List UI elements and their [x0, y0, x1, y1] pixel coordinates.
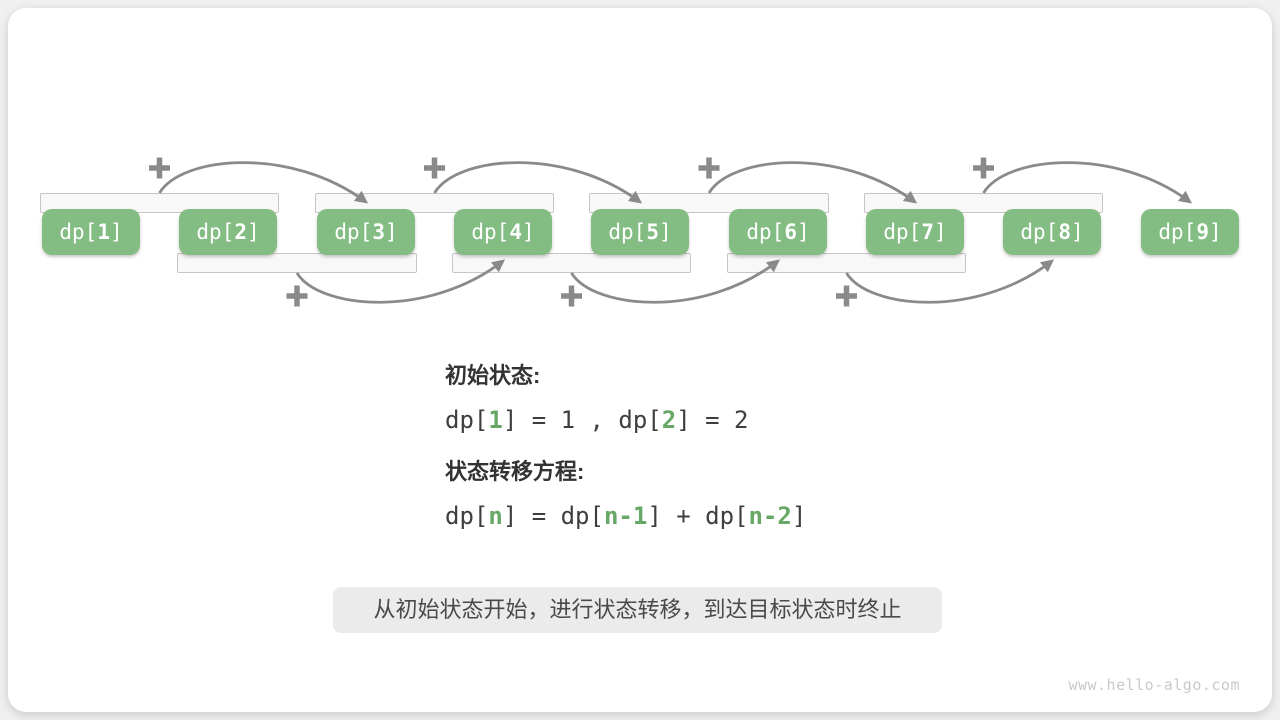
dp-box-label: ] [1208, 220, 1222, 244]
dp-box-4: dp[4] [454, 209, 552, 255]
code-token: ] + dp[ [647, 502, 749, 530]
dp-box-7: dp[7] [866, 209, 964, 255]
group-bracket-bottom-2-3 [177, 253, 417, 273]
dp-box-label: ] [1070, 220, 1084, 244]
code-token: dp[ [445, 406, 489, 434]
code-token: ] = 2 [676, 406, 749, 434]
dp-box-label: dp[ [196, 220, 235, 244]
dp-box-3: dp[3] [317, 209, 415, 255]
dp-box-label: ] [933, 220, 947, 244]
dp-box-label: ] [109, 220, 123, 244]
dp-box-label: ] [246, 220, 260, 244]
transition-equation: dp[n] = dp[n-1] + dp[n-2] [445, 502, 806, 530]
dp-box-label: 3 [372, 220, 385, 244]
code-token: ] = dp[ [502, 502, 604, 530]
dp-box-label: 8 [1058, 220, 1071, 244]
code-token-green: n-1 [603, 502, 648, 530]
dp-box-label: dp[ [883, 220, 922, 244]
transition-heading: 状态转移方程: [445, 459, 585, 484]
dp-box-label: dp[ [59, 220, 98, 244]
dp-box-label: ] [796, 220, 810, 244]
dp-box-8: dp[8] [1003, 209, 1101, 255]
dp-box-6: dp[6] [729, 209, 827, 255]
dp-box-9: dp[9] [1141, 209, 1239, 255]
dp-box-label: 4 [509, 220, 522, 244]
initial-state-heading: 初始状态: [445, 363, 541, 388]
dp-box-label: 6 [784, 220, 797, 244]
plus-icon [424, 157, 445, 179]
plus-icon [286, 285, 308, 307]
code-token: dp[ [445, 502, 489, 530]
dp-box-label: dp[ [1020, 220, 1059, 244]
code-token-green: 1 [488, 406, 503, 434]
code-token: ] = 1 , dp[ [502, 406, 662, 434]
dp-box-label: dp[ [608, 220, 647, 244]
watermark-text: www.hello-algo.com [1068, 676, 1240, 694]
dp-box-label: dp[ [746, 220, 785, 244]
code-token: ] [791, 502, 807, 530]
dp-box-label: dp[ [471, 220, 510, 244]
code-token-green: n [488, 502, 503, 530]
notes-block: 初始状态: dp[1] = 1 , dp[2] = 2 状态转移方程: dp[n… [445, 364, 806, 556]
dp-box-5: dp[5] [591, 209, 689, 255]
plus-icon [149, 157, 170, 179]
group-bracket-bottom-4-5 [452, 253, 691, 273]
plus-icon [698, 157, 720, 179]
plus-icon [973, 157, 994, 179]
dp-box-label: 5 [646, 220, 659, 244]
dp-box-label: 1 [97, 220, 110, 244]
dp-box-label: dp[ [1158, 220, 1197, 244]
plus-icon [561, 285, 582, 307]
plus-icon [836, 285, 857, 307]
dp-box-2: dp[2] [179, 209, 277, 255]
dp-box-label: 9 [1196, 220, 1209, 244]
dp-box-label: ] [384, 220, 398, 244]
code-token-green: 2 [661, 406, 677, 434]
dp-box-label: 7 [921, 220, 934, 244]
group-bracket-bottom-6-7 [727, 253, 966, 273]
callout-pill: 从初始状态开始，进行状态转移，到达目标状态时终止 [333, 587, 942, 633]
dp-box-label: dp[ [334, 220, 373, 244]
initial-state-equation: dp[1] = 1 , dp[2] = 2 [445, 406, 806, 434]
dp-box-label: ] [521, 220, 535, 244]
dp-box-1: dp[1] [42, 209, 140, 255]
dp-box-label: 2 [234, 220, 247, 244]
code-token-green: n-2 [748, 502, 792, 530]
dp-box-label: ] [658, 220, 672, 244]
